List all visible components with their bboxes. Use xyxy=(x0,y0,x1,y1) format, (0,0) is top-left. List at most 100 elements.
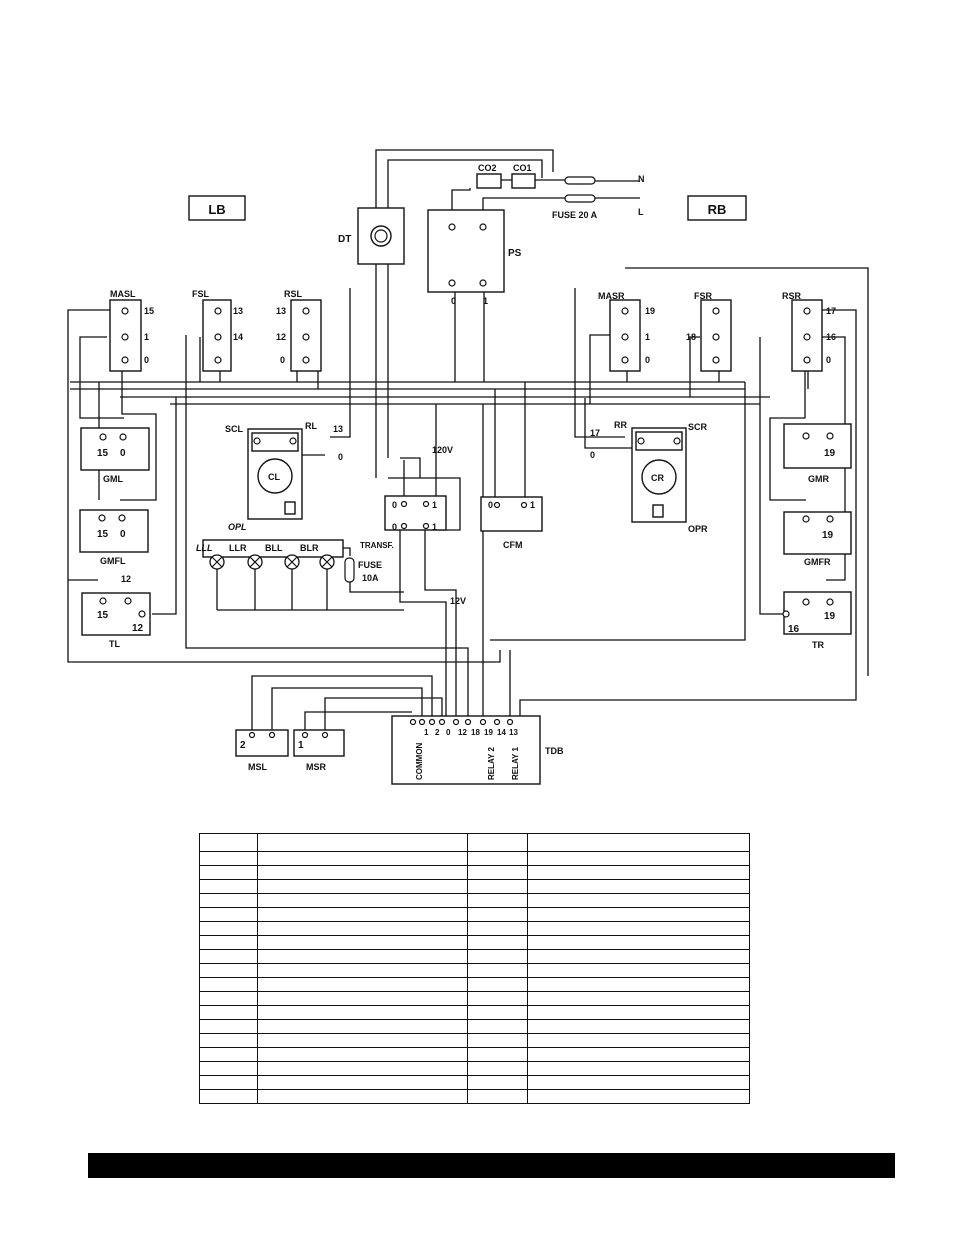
tr-term-16: 16 xyxy=(788,624,800,635)
rsl-term-13: 13 xyxy=(276,306,286,316)
table-cell xyxy=(466,921,529,936)
table-row xyxy=(198,1005,750,1020)
table-row xyxy=(198,893,750,908)
cr-label: CR xyxy=(651,473,664,483)
tl-box: 15 12 TL xyxy=(81,592,151,649)
fsr-term-18: 18 xyxy=(686,332,696,342)
table-cell xyxy=(466,1005,529,1020)
transf-term-0a: 0 xyxy=(392,500,397,510)
msl-label: MSL xyxy=(248,762,268,772)
table-cell xyxy=(257,879,468,894)
msr-box: 1 MSR xyxy=(293,729,345,772)
transf-term-1a: 1 xyxy=(432,500,437,510)
co2-label: CO2 xyxy=(478,163,497,173)
fuse-20a-n-icon xyxy=(564,176,596,185)
ps-box xyxy=(427,209,505,293)
tdb-term-0: 0 xyxy=(446,728,451,737)
bus-wiring xyxy=(67,267,869,732)
table-row xyxy=(198,1061,750,1076)
tr-box: 19 16 TR xyxy=(782,591,852,650)
scr-label: SCR xyxy=(688,422,708,432)
table-row xyxy=(198,907,750,922)
table-cell xyxy=(527,865,750,880)
gmr-label: GMR xyxy=(808,474,829,484)
table-cell xyxy=(198,851,259,866)
rl-label: RL xyxy=(305,421,317,431)
rb-label: RB xyxy=(708,202,727,217)
fsl-label: FSL xyxy=(192,289,210,299)
gml-term-15: 15 xyxy=(97,448,109,459)
gml-box: 15 0 GML xyxy=(80,427,150,484)
tdb-term-18: 18 xyxy=(471,728,480,737)
table-row xyxy=(198,921,750,936)
rsl-switch: RSL 13 12 0 xyxy=(276,289,322,372)
table-row xyxy=(198,865,750,880)
co2-box xyxy=(476,173,502,189)
table-cell xyxy=(198,907,259,922)
tl-term-12: 12 xyxy=(132,623,144,634)
llr-label: LLR xyxy=(229,543,247,553)
fuse-10a-icon xyxy=(344,557,355,583)
table-cell xyxy=(257,1089,468,1104)
dt-dial-icon xyxy=(370,225,392,247)
dt-label: DT xyxy=(338,234,351,245)
table-cell xyxy=(527,1047,750,1062)
table-cell xyxy=(527,879,750,894)
table-cell xyxy=(257,1075,468,1090)
rsr-switch: RSR 17 16 0 xyxy=(782,291,836,372)
ps-label: PS xyxy=(508,248,522,259)
cr-motor-icon xyxy=(641,459,677,495)
gmfl-term-0: 0 xyxy=(120,529,126,540)
rr-label: RR xyxy=(614,420,627,430)
table-cell xyxy=(466,935,529,950)
tl-term-15: 15 xyxy=(97,610,109,621)
gml-label: GML xyxy=(103,474,123,484)
cfm-term-1: 1 xyxy=(530,500,535,510)
table-cell xyxy=(527,921,750,936)
table-cell xyxy=(257,1005,468,1020)
table-cell xyxy=(466,1089,529,1104)
table-cell xyxy=(257,935,468,950)
table-cell xyxy=(527,963,750,978)
table-cell xyxy=(527,833,750,852)
gml-term-0: 0 xyxy=(120,448,126,459)
table-cell xyxy=(466,1047,529,1062)
masl-term-1: 1 xyxy=(144,332,149,342)
table-cell xyxy=(257,949,468,964)
v120-label: 120V xyxy=(432,445,453,455)
rr-wire-17: 17 xyxy=(590,428,600,438)
lamp-lll-icon xyxy=(209,554,225,570)
lll-label: LLL xyxy=(196,543,213,553)
gmfr-label: GMFR xyxy=(804,557,831,567)
rr-wire-0: 0 xyxy=(590,450,595,460)
gmfr-box: 19 GMFR xyxy=(783,511,852,567)
table-row xyxy=(198,1033,750,1048)
table-cell xyxy=(466,833,529,852)
table-row xyxy=(198,935,750,950)
table-cell xyxy=(257,1019,468,1034)
tl-wire-12: 12 xyxy=(121,574,131,584)
fuse10-rating: 10A xyxy=(362,573,379,583)
table-cell xyxy=(257,1061,468,1076)
tr-term-19: 19 xyxy=(824,611,836,622)
table-cell xyxy=(198,1061,259,1076)
lamp-bll-icon xyxy=(284,554,300,570)
rsr-term-0: 0 xyxy=(826,355,831,365)
masl-term-0: 0 xyxy=(144,355,149,365)
table-cell xyxy=(527,949,750,964)
table-cell xyxy=(198,1033,259,1048)
table-row xyxy=(198,977,750,992)
fsl-term-14: 14 xyxy=(233,332,243,342)
masr-label: MASR xyxy=(598,291,625,301)
table-cell xyxy=(198,1047,259,1062)
footer-bar xyxy=(88,1153,895,1178)
table-cell xyxy=(198,921,259,936)
table-cell xyxy=(257,865,468,880)
table-cell xyxy=(198,1075,259,1090)
table-row xyxy=(198,851,750,866)
table-row xyxy=(198,1089,750,1104)
transf-term-1b: 1 xyxy=(432,522,437,532)
table-cell xyxy=(466,1061,529,1076)
table-cell xyxy=(466,1033,529,1048)
scl-label: SCL xyxy=(225,424,244,434)
